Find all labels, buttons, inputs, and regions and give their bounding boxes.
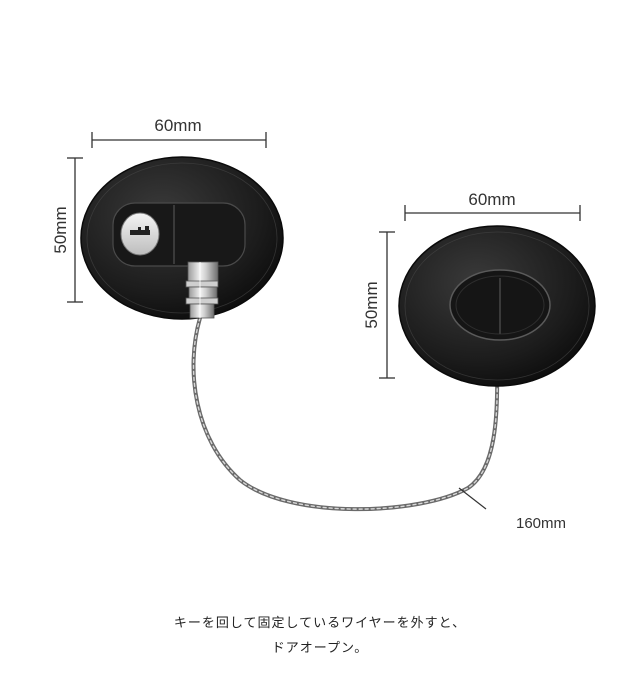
lock-plate xyxy=(80,156,284,320)
anchor-plate xyxy=(398,225,596,387)
right-width-label: 60mm xyxy=(468,190,515,209)
caption-line-2: ドアオープン。 xyxy=(271,641,369,656)
left-width-dimension: 60mm xyxy=(91,116,267,148)
cable-ferrule xyxy=(185,261,219,319)
key-cylinder-icon xyxy=(120,212,160,256)
caption-line-1: キーを回して固定しているワイヤーを外すと、 xyxy=(173,616,467,631)
steel-cable xyxy=(191,316,500,512)
left-width-label: 60mm xyxy=(154,116,201,135)
right-height-dimension: 50mm xyxy=(362,231,395,379)
cable-length-label: 160mm xyxy=(516,515,566,532)
left-height-label: 50mm xyxy=(51,206,70,253)
left-height-dimension: 50mm xyxy=(51,157,83,303)
right-width-dimension: 60mm xyxy=(404,190,581,221)
right-height-label: 50mm xyxy=(362,281,381,328)
cable-length-dimension: 160mm xyxy=(458,487,566,532)
